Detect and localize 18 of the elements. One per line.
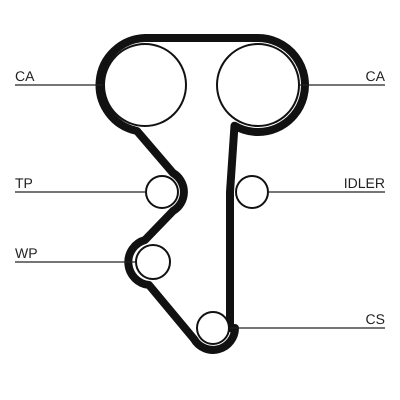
part-label: CA xyxy=(15,68,34,84)
part-label: WP xyxy=(15,245,38,261)
part-label: CA xyxy=(366,68,385,84)
leader-line xyxy=(269,191,385,193)
pulley xyxy=(135,244,171,280)
leader-line xyxy=(15,261,135,263)
pulley xyxy=(235,175,269,209)
pulley xyxy=(145,175,179,209)
part-label: CS xyxy=(366,311,385,327)
leader-line xyxy=(230,327,385,329)
part-label: IDLER xyxy=(344,175,385,191)
leader-line xyxy=(15,191,145,193)
pulley xyxy=(103,43,187,127)
pulley xyxy=(196,311,230,345)
leader-line xyxy=(300,84,385,86)
part-label: TP xyxy=(15,175,33,191)
pulley xyxy=(216,43,300,127)
leader-line xyxy=(15,84,103,86)
